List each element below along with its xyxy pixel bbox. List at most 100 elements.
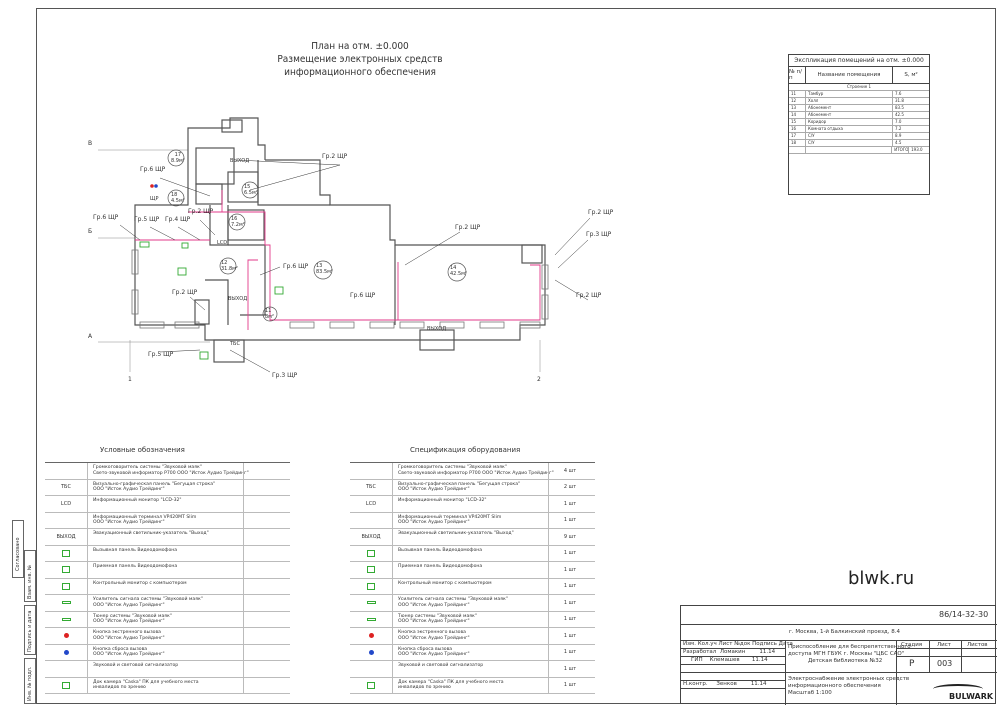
legend-empty (243, 578, 286, 594)
legend-symbol (45, 611, 88, 627)
legend-empty (243, 611, 286, 627)
legend-empty (243, 496, 286, 512)
spec-row: Вызывная панель Видеодомофона 1 шт (350, 545, 595, 562)
legend-row: Контрольный монитор с компьютером (45, 578, 290, 595)
side-cell-sign: Подпись и дата (24, 605, 36, 655)
spec-title: Спецификация оборудования (410, 446, 521, 454)
callout: Гр.5 ЩР (148, 351, 174, 358)
legend-row: Вызывная панель Видеодомофона (45, 545, 290, 562)
spec-qty: 1 шт (548, 595, 591, 611)
legend-description: Док камера "Caska" ПК для учебного места… (93, 679, 199, 691)
legend-description: Эвакуационный светильник-указатель "Выхо… (93, 531, 209, 536)
legend-symbol (45, 644, 88, 660)
legend-symbol: ТБС (45, 479, 88, 495)
explication-header: № п/п Название помещения S, м² (789, 67, 929, 84)
callout: Гр.3 ЩР (586, 231, 612, 238)
legend-symbol (45, 595, 88, 611)
legend-symbol: ТБС (350, 479, 393, 495)
drawing-code: 86/14-32-30 (939, 610, 989, 619)
legend-row: Усилитель сигнала системы "Звуковой маяк… (45, 595, 290, 612)
legend-symbol (45, 512, 88, 528)
lcd-tag: LCD (217, 240, 228, 246)
spec-qty: 9 шт (548, 529, 591, 545)
spec-qty: 1 шт (548, 611, 591, 627)
legend-description: Усилитель сигнала системы "Звуковой маяк… (93, 597, 203, 608)
callout: Гр.6 ЩР (283, 263, 309, 270)
axis-label: А (88, 333, 93, 340)
callout: Гр.5 ЩР (134, 216, 160, 223)
legend-symbol (45, 545, 88, 561)
axis-label: В (88, 140, 93, 147)
legend-description: Вызывная панель Видеодомофона (398, 547, 483, 553)
role-developer: Разработал Ломакин 11.14 (683, 649, 776, 655)
stamp-headers: Изм. Кол.уч Лист №док Подпись Дата (683, 641, 793, 647)
legend-empty (243, 628, 286, 644)
legend-description: Эвакуационный светильник-указатель "Выхо… (398, 531, 514, 536)
spec-qty: 1 шт (548, 661, 591, 677)
axis-label: 2 (537, 376, 541, 383)
drawing-sheet (36, 8, 996, 704)
legend-symbol (45, 628, 88, 644)
spec-row: Громкоговоритель системы "Звуковой маяк"… (350, 463, 595, 480)
legend-empty (243, 677, 286, 693)
sheets-label: Листов (967, 642, 988, 648)
legend-row: Громкоговоритель системы "Звуковой маяк"… (45, 463, 290, 480)
spec-table: Громкоговоритель системы "Звуковой маяк"… (350, 462, 595, 694)
legend-symbol: LCD (350, 496, 393, 512)
legend-description: Тюнер системы "Звуковой маяк"ООО "Исток … (93, 613, 172, 625)
legend-description: Громкоговоритель системы "Звуковой маяк"… (93, 465, 249, 476)
legend-symbol (350, 512, 393, 528)
side-cell-inv: Взам. инв. № (24, 550, 36, 602)
legend-empty (243, 644, 286, 660)
title-line: План на отм. ±0.000 (311, 41, 409, 52)
col-name: Название помещения (806, 67, 893, 83)
legend-symbol (350, 661, 393, 677)
company-logo-arc (933, 684, 983, 694)
exit-tag: ВЫХОД (228, 296, 248, 302)
spec-qty: 1 шт (548, 644, 591, 660)
legend-empty (243, 661, 286, 677)
legend-symbol (350, 628, 393, 644)
legend-description: Громкоговоритель системы "Звуковой маяк"… (398, 465, 554, 476)
axis-label: Б (88, 228, 93, 235)
callout: Гр.6 ЩР (140, 166, 166, 173)
stage-label: Стадия (901, 642, 923, 648)
legend-symbol (45, 677, 88, 693)
legend-empty (243, 463, 286, 479)
exit-tag: ВЫХОД (230, 158, 250, 164)
explication-title: Экспликация помещений на отм. ±0.000 (789, 55, 929, 67)
callout: Гр.2 ЩР (455, 224, 481, 231)
spec-qty: 1 шт (548, 545, 591, 561)
callout: Гр.4 ЩР (165, 216, 191, 223)
col-num: № п/п (789, 67, 806, 83)
spec-qty: 1 шт (548, 496, 591, 512)
legend-empty (243, 595, 286, 611)
panel-tag: ЩР (150, 196, 159, 202)
company-logo: BULWARK (949, 692, 994, 701)
tsc-tag: ТБС (230, 341, 240, 347)
callout: Гр.2 ЩР (576, 292, 602, 299)
legend-symbol (45, 562, 88, 578)
role-norm: Н.контр. Зенков 11.14 (683, 681, 767, 687)
legend-empty (243, 479, 286, 495)
